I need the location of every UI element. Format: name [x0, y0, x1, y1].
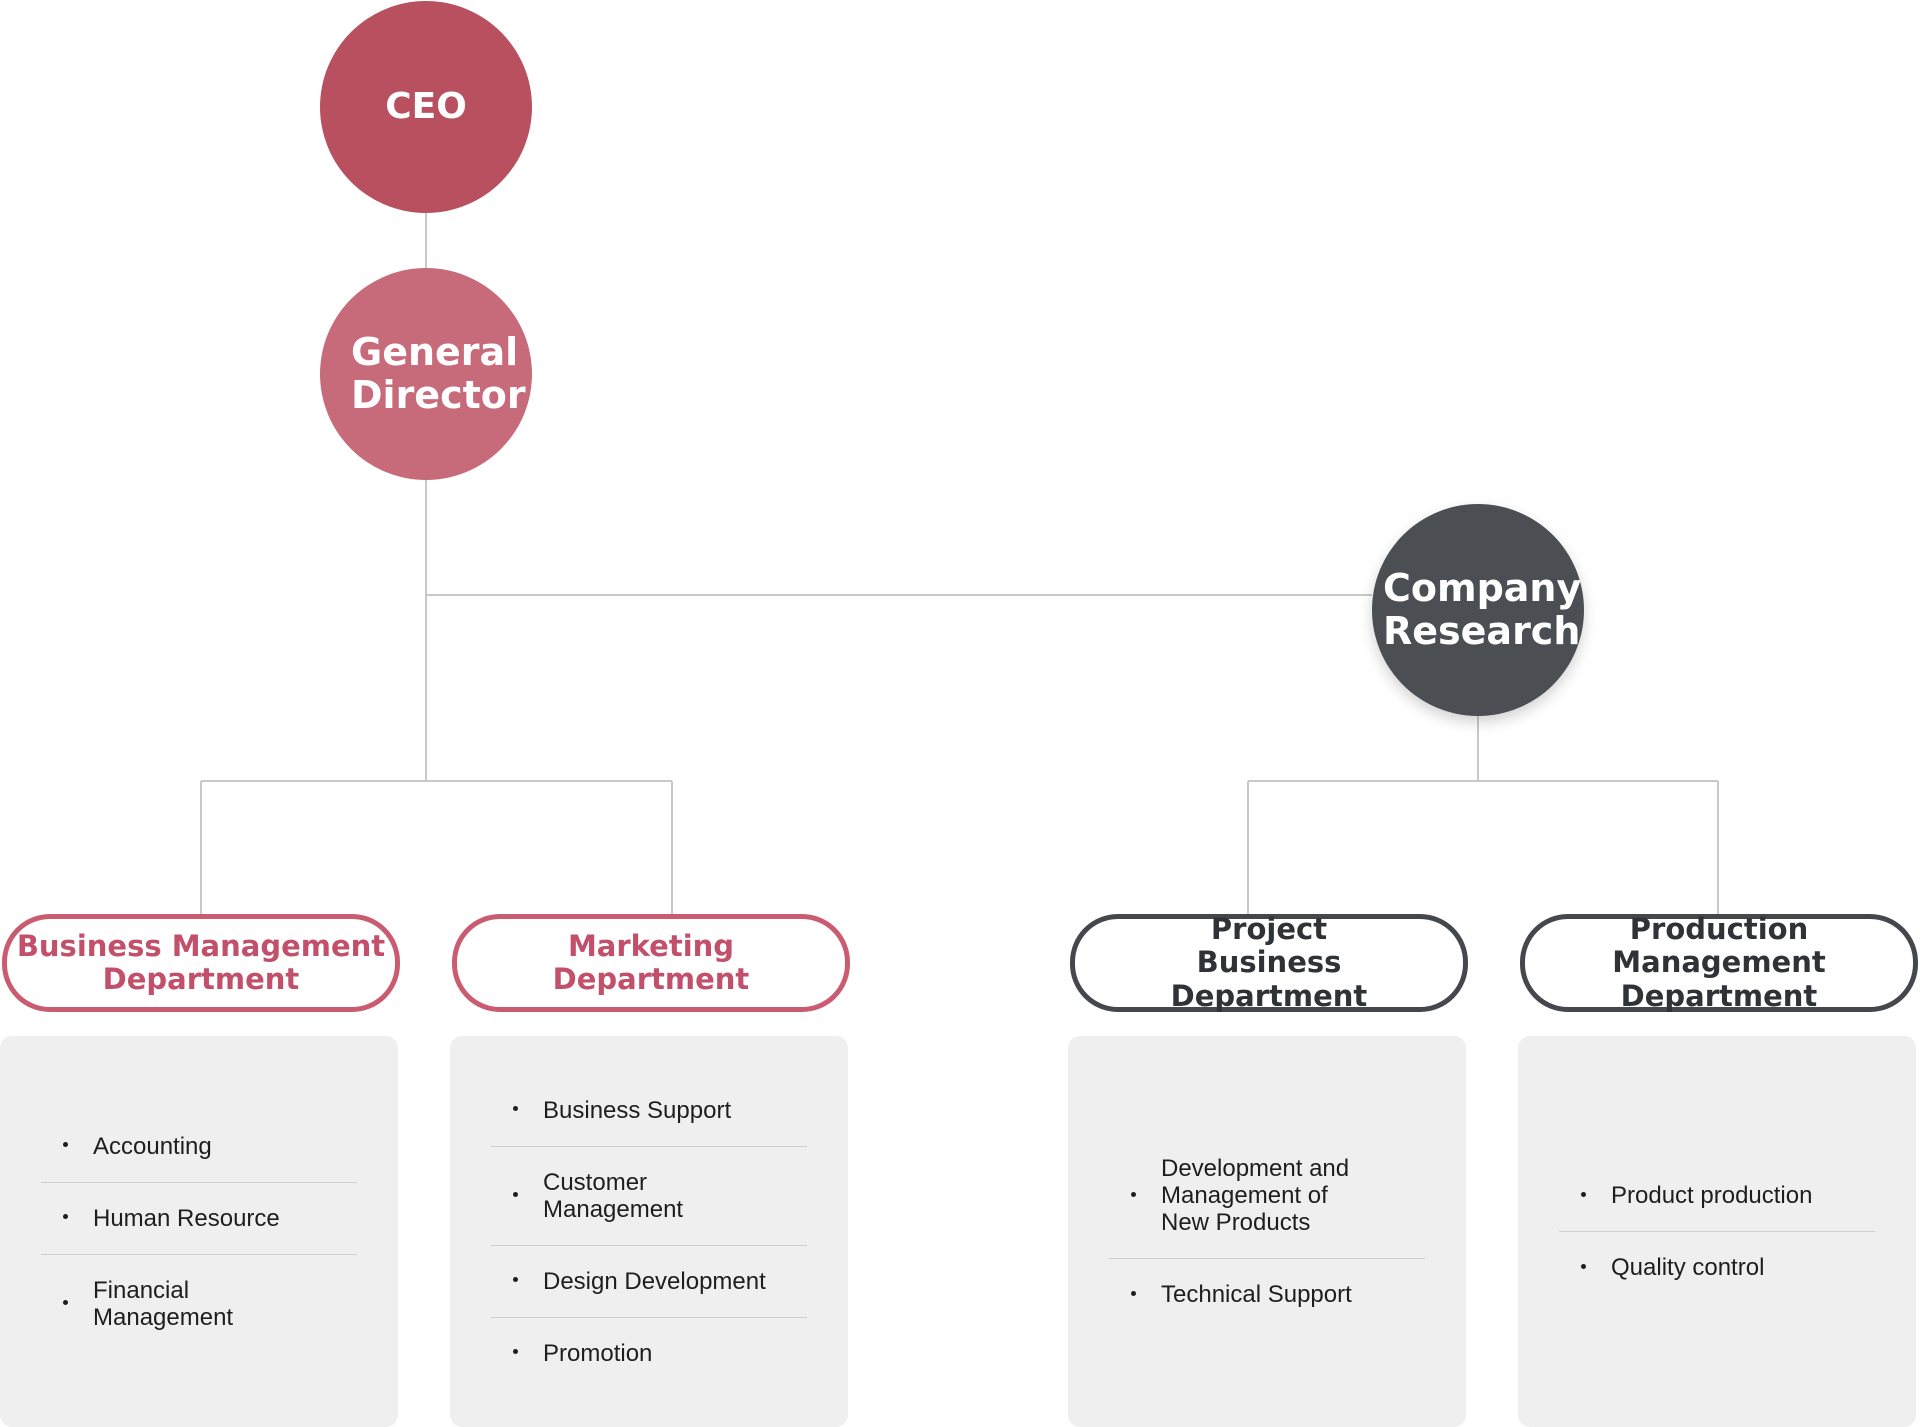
list-item: Customer Management	[491, 1147, 807, 1246]
list-item: Quality control	[1559, 1232, 1875, 1303]
general-director-label: General Director	[351, 330, 526, 417]
ceo-label: CEO	[385, 85, 467, 127]
project-business-dept-header: Project Business Department	[1070, 911, 1468, 1013]
company-research-node: Company Research	[1372, 504, 1584, 716]
list-item-label: Development and Management of New Produc…	[1161, 1155, 1350, 1236]
list-item-label: Human Resource	[93, 1204, 280, 1232]
bullet-icon	[513, 1349, 518, 1354]
bullet-icon	[1581, 1191, 1586, 1197]
bullet-icon	[1131, 1191, 1136, 1197]
list-item-label: Customer Management	[543, 1168, 684, 1223]
bullet-icon	[1131, 1290, 1136, 1296]
list-item: Development and Management of New Produc…	[1109, 1133, 1425, 1259]
general-director-node: General Director	[320, 268, 532, 480]
list-item: Technical Support	[1109, 1259, 1425, 1330]
bullet-icon	[63, 1142, 68, 1147]
list-item-label: Product production	[1611, 1182, 1813, 1209]
dept-title: Project Business Department	[1170, 911, 1368, 1013]
bullet-icon	[513, 1277, 518, 1282]
marketing-dept-panel: Business Support Customer Management Des…	[450, 1036, 848, 1427]
list-item: Business Support	[491, 1075, 807, 1147]
dept-title: Marketing Department	[552, 928, 750, 996]
list-item-label: Quality control	[1611, 1254, 1765, 1281]
marketing-dept-header: Marketing Department	[452, 914, 850, 1012]
list-item-label: Design Development	[543, 1267, 766, 1295]
company-research-label: Company Research	[1383, 566, 1582, 653]
ceo-node: CEO	[320, 1, 532, 213]
list-item: Human Resource	[41, 1183, 357, 1255]
list-item: Product production	[1559, 1160, 1875, 1232]
business-management-dept-header: Business Management Department	[2, 914, 400, 1012]
production-management-dept-panel: Product production Quality control	[1518, 1036, 1916, 1427]
list-item-label: Financial Management	[93, 1276, 234, 1331]
list-item: Financial Management	[41, 1255, 357, 1353]
bullet-icon	[513, 1191, 518, 1197]
production-management-dept-header: Production Management Department	[1520, 911, 1918, 1013]
bullet-icon	[513, 1106, 518, 1111]
list-item: Promotion	[491, 1318, 807, 1389]
list-item-label: Promotion	[543, 1339, 653, 1367]
dept-title: Business Management Department	[16, 928, 386, 996]
dept-title: Production Management Department	[1612, 911, 1826, 1013]
list-item: Design Development	[491, 1246, 807, 1318]
list-item-label: Technical Support	[1161, 1281, 1352, 1308]
bullet-icon	[1581, 1263, 1586, 1269]
bullet-icon	[63, 1299, 68, 1305]
project-business-dept-panel: Development and Management of New Produc…	[1068, 1036, 1466, 1427]
bullet-icon	[63, 1214, 68, 1219]
list-item: Accounting	[41, 1111, 357, 1183]
list-item-label: Accounting	[93, 1132, 212, 1160]
business-management-dept-panel: Accounting Human Resource Financial Mana…	[0, 1036, 398, 1427]
list-item-label: Business Support	[543, 1096, 732, 1124]
